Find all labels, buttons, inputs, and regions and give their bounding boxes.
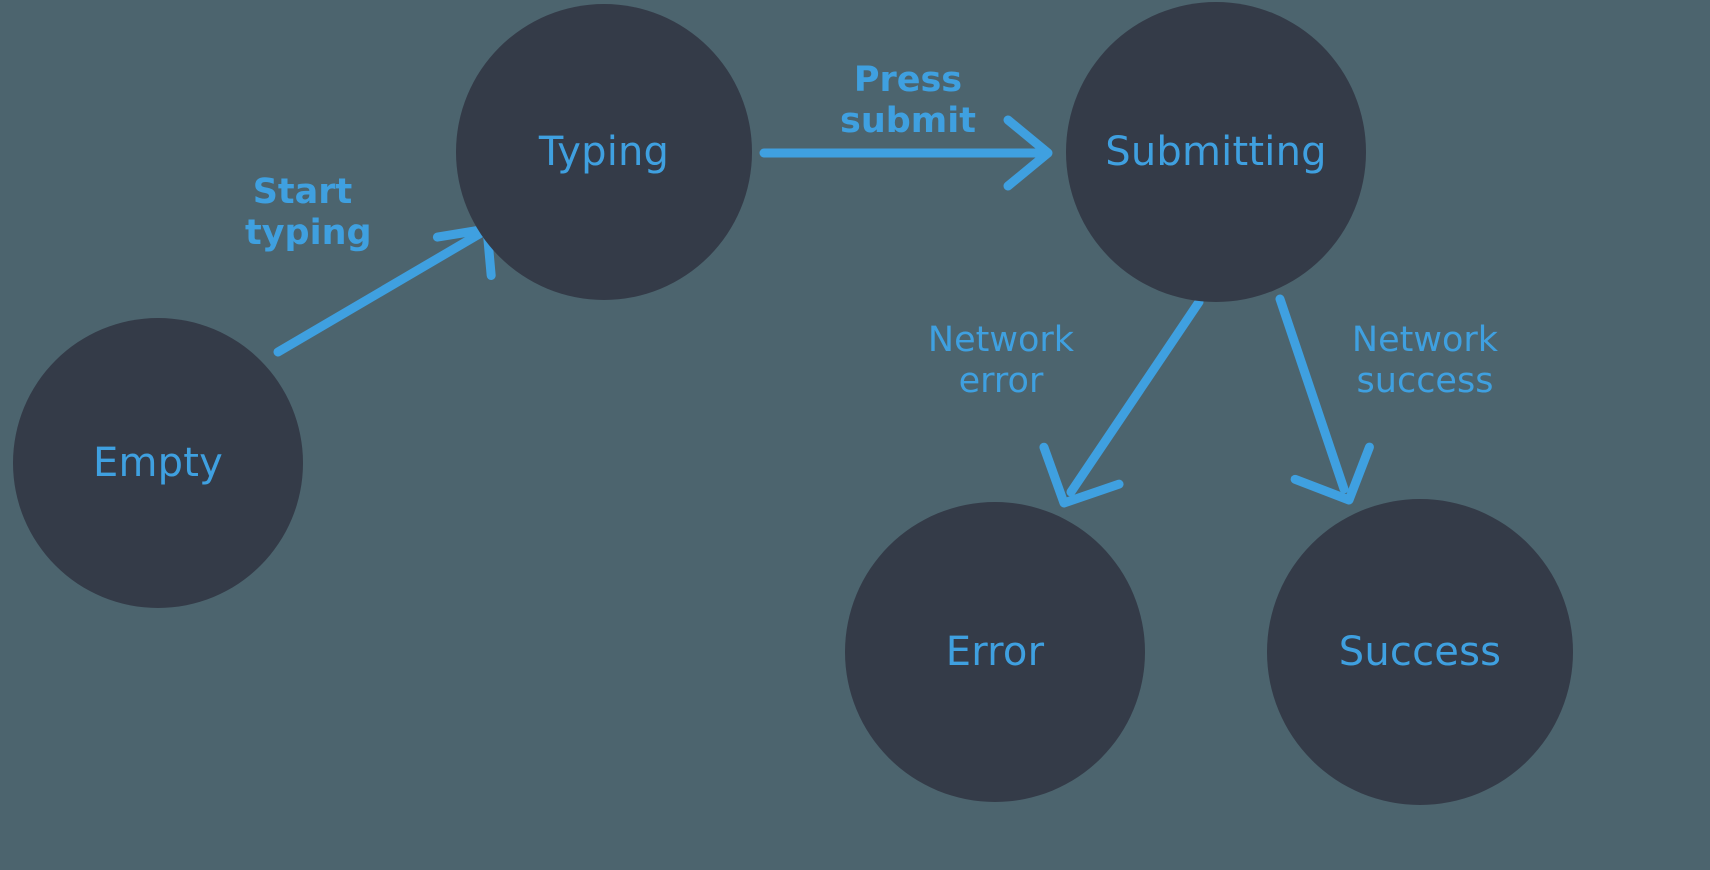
state-node-success[interactable]: Success xyxy=(1267,499,1573,805)
state-node-typing[interactable]: Typing xyxy=(456,4,752,300)
state-node-empty[interactable]: Empty xyxy=(13,318,303,608)
transition-label-network-success: Network success xyxy=(1351,320,1499,402)
state-node-error[interactable]: Error xyxy=(845,502,1145,802)
state-node-submitting[interactable]: Submitting xyxy=(1066,2,1366,302)
transition-label-network-error: Network error xyxy=(927,320,1075,402)
transition-arrow-network-success xyxy=(1275,294,1374,505)
transition-arrow-network-error xyxy=(1039,297,1204,508)
transition-label-start-typing: Start typing xyxy=(245,172,372,254)
state-label-submitting: Submitting xyxy=(1105,129,1327,175)
transition-arrow-press-submit xyxy=(759,115,1053,191)
state-label-error: Error xyxy=(945,629,1045,675)
transition-label-press-submit: Press submit xyxy=(839,60,976,142)
state-label-typing: Typing xyxy=(538,129,670,175)
state-label-success: Success xyxy=(1338,629,1502,675)
state-label-empty: Empty xyxy=(93,440,223,486)
